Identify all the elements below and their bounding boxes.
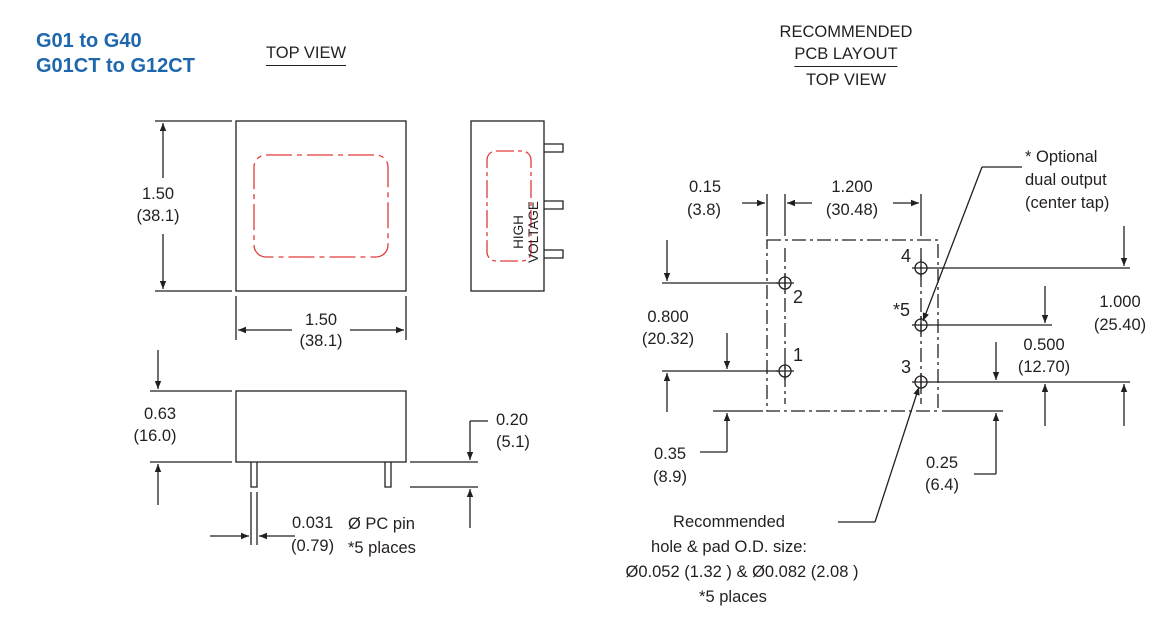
pin-label-5: *5	[893, 300, 911, 320]
optional-note-1: * Optional	[1025, 148, 1098, 166]
pin-spacing-h-in: 1.200	[831, 178, 873, 196]
pcb-top-dimensions	[742, 194, 922, 236]
top-view-width-dimension	[235, 296, 407, 340]
right-offset-mm: (6.4)	[925, 476, 959, 494]
height-in: 1.50	[141, 185, 175, 203]
left-offset-in: 0.35	[653, 445, 687, 463]
pcb-right-dimensions	[929, 226, 1130, 426]
body-height-dimension	[150, 350, 232, 505]
hole-note-2: hole & pad O.D. size:	[651, 538, 807, 556]
pin-spacing-v-mm: (20.32)	[641, 330, 695, 348]
width-in: 1.50	[304, 311, 338, 329]
body-height-in: 0.63	[143, 405, 177, 423]
pin-label-2: 2	[793, 287, 804, 307]
pin-length-mm: (5.1)	[496, 433, 530, 451]
center-tap-in: 0.500	[1023, 336, 1065, 354]
right-offset-in: 0.25	[925, 454, 959, 472]
model-range-1: G01 to G40	[36, 30, 142, 52]
optional-note-3: (center tap)	[1025, 194, 1110, 212]
pin-dia-in: 0.031	[292, 514, 334, 532]
pin-length-in: 0.20	[496, 411, 529, 429]
hole-note-3: Ø0.052 (1.32 ) & Ø0.082 (2.08 )	[625, 563, 859, 581]
pin-label-3: 3	[901, 357, 912, 377]
pcb-bottom-dimensions	[700, 410, 1003, 475]
hole-note-1: Recommended	[673, 513, 785, 531]
top-view-label: TOP VIEW	[266, 43, 347, 66]
offset-top-in: 0.15	[688, 178, 722, 196]
pin-diameter-dimension	[210, 492, 295, 545]
high-voltage-line-2: VOLTAGE	[526, 201, 541, 263]
pin-label-4: 4	[901, 246, 912, 266]
pin-note-1: Ø PC pin	[348, 515, 415, 533]
hole-note-4: *5 places	[699, 588, 767, 606]
model-range-2: G01CT to G12CT	[36, 55, 195, 77]
height-mm: (38.1)	[136, 207, 180, 225]
high-voltage-line-1: HIGH	[511, 215, 526, 249]
body-height-mm: (16.0)	[133, 427, 177, 445]
pin-spacing-tall-mm: (25.40)	[1093, 316, 1147, 334]
leader-lines	[838, 166, 1022, 523]
pin-note-2: *5 places	[348, 539, 416, 557]
top-view-body	[235, 120, 407, 292]
top-view-height-dimension	[155, 120, 232, 292]
pin-label-1: 1	[793, 345, 804, 365]
pcb-left-dimension	[662, 240, 778, 412]
front-view-body	[235, 390, 407, 488]
left-offset-mm: (8.9)	[653, 468, 687, 486]
offset-top-mm: (3.8)	[687, 201, 721, 219]
pcb-title-3: TOP VIEW	[805, 71, 887, 89]
pin-spacing-v-in: 0.800	[647, 308, 689, 326]
pin-spacing-h-mm: (30.48)	[825, 201, 879, 219]
pin-dia-mm: (0.79)	[291, 537, 335, 555]
pcb-pins	[776, 259, 930, 391]
pcb-title-2: PCB LAYOUT	[794, 44, 898, 67]
side-view-body	[470, 120, 564, 292]
pin-length-dimension	[410, 420, 488, 528]
pcb-title-1: RECOMMENDED	[779, 23, 913, 41]
pin-spacing-tall-in: 1.000	[1099, 293, 1141, 311]
optional-note-2: dual output	[1025, 171, 1107, 189]
width-mm: (38.1)	[299, 332, 343, 350]
center-tap-mm: (12.70)	[1017, 358, 1071, 376]
